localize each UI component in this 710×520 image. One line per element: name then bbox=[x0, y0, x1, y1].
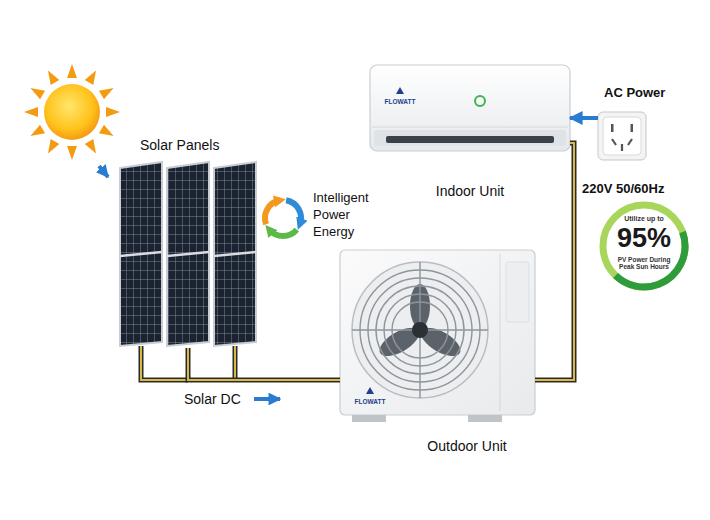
solar-panel-drawing-part bbox=[120, 162, 162, 346]
power-arrow bbox=[570, 118, 598, 119]
sun-part-part bbox=[24, 107, 38, 117]
brand-logo: FLOWATT bbox=[374, 98, 426, 105]
cycle-icon-part bbox=[269, 230, 297, 236]
cycle-icon bbox=[265, 200, 301, 236]
sun-part-part bbox=[67, 64, 77, 78]
sun-part-part bbox=[28, 125, 45, 141]
sun-part-part bbox=[67, 146, 77, 160]
power-wire bbox=[535, 143, 574, 380]
node-title: Solar Panels bbox=[140, 137, 260, 153]
sun-part-part bbox=[44, 68, 60, 85]
outdoor-unit: FLOWATTOutdoor Unit bbox=[340, 250, 535, 415]
solar-panel-drawing-part bbox=[167, 162, 209, 346]
cycle-icon-part bbox=[265, 200, 280, 224]
sun-part-part bbox=[99, 125, 116, 141]
outdoor-unit-drawing-part bbox=[340, 250, 535, 415]
solar-panel-array: Solar Panels bbox=[118, 162, 264, 348]
outdoor-unit-drawing-part bbox=[500, 254, 501, 411]
panel-wire-part bbox=[233, 346, 238, 380]
direction-arrow-part bbox=[254, 397, 280, 401]
unit-label: Indoor Unit bbox=[415, 183, 525, 199]
solar-panel-drawing-part bbox=[167, 252, 209, 256]
sun-part-part bbox=[85, 139, 101, 156]
sun-part-part bbox=[44, 84, 100, 140]
power-outlet-drawing bbox=[598, 112, 646, 160]
indoor-unit-drawing-part bbox=[396, 87, 404, 94]
power-outlet-drawing-part bbox=[631, 124, 634, 132]
indoor-unit-drawing-part bbox=[372, 127, 568, 128]
indoor-unit-drawing-part bbox=[374, 130, 566, 146]
power-outlet-drawing-part bbox=[621, 144, 623, 151]
power-outlet-drawing-part bbox=[628, 139, 632, 145]
direction-arrow bbox=[254, 399, 280, 400]
brand-logo: FLOWATT bbox=[344, 398, 396, 405]
power-outlet: AC Power220V 50/60Hz bbox=[598, 112, 646, 160]
badge-value: 95% bbox=[606, 225, 682, 252]
outdoor-unit-drawing-part bbox=[366, 387, 374, 394]
sun-part-part bbox=[106, 107, 120, 117]
outdoor-unit-drawing-part bbox=[468, 415, 502, 422]
indoor-unit-drawing bbox=[370, 65, 570, 151]
sun-part-part bbox=[99, 84, 116, 100]
wire-core bbox=[535, 143, 574, 380]
badge-ring-part bbox=[591, 193, 696, 298]
sunlight-arrow bbox=[99, 166, 108, 177]
indoor-unit-drawing-part bbox=[475, 96, 485, 106]
solar-panel-drawing-part bbox=[214, 252, 256, 256]
indoor-unit: FLOWATTIndoor Unit bbox=[370, 65, 570, 151]
feature-label: Intelligent Power Energy bbox=[313, 190, 385, 241]
badge-ring bbox=[591, 193, 696, 298]
sun-part-part bbox=[44, 139, 60, 156]
wire-core bbox=[188, 348, 340, 380]
sunlight-arrow-part bbox=[99, 166, 108, 177]
solar-panel-drawing-part bbox=[214, 162, 256, 346]
badge-note: PV Power During Peak Sun Hours bbox=[614, 256, 674, 271]
wire-casing bbox=[188, 348, 340, 380]
usage-badge: Utilize up to 95% PV Power During Peak Sun… bbox=[598, 200, 690, 292]
outdoor-unit-drawing-part bbox=[352, 262, 488, 398]
wire-label: Solar DC bbox=[184, 391, 250, 407]
sun-part bbox=[24, 64, 120, 160]
panel-wire-part bbox=[141, 346, 188, 380]
power-outlet-drawing-part bbox=[611, 124, 614, 132]
power-label: AC Power bbox=[604, 86, 688, 101]
indoor-unit-drawing-part bbox=[386, 136, 554, 143]
panel-wire-part bbox=[234, 346, 236, 380]
sun-part-part bbox=[28, 84, 45, 100]
panel-wire-part bbox=[141, 346, 188, 380]
outdoor-unit-drawing bbox=[340, 250, 535, 422]
power-outlet-drawing-part bbox=[612, 139, 616, 145]
voltage-label: 220V 50/60Hz bbox=[582, 182, 686, 197]
badge-caption: Utilize up to bbox=[614, 215, 674, 223]
cycle-icon-part bbox=[286, 200, 301, 224]
indoor-unit-drawing-part bbox=[370, 65, 570, 151]
wire-casing bbox=[535, 143, 574, 380]
unit-label: Outdoor Unit bbox=[407, 438, 527, 454]
outdoor-unit-drawing-part bbox=[506, 262, 529, 322]
sun bbox=[24, 64, 120, 160]
power-wire bbox=[188, 348, 340, 380]
solar-panel-drawing bbox=[120, 162, 256, 346]
power-outlet-drawing-part bbox=[603, 117, 641, 155]
outdoor-unit-drawing-part bbox=[412, 322, 428, 338]
power-outlet-drawing-part bbox=[598, 112, 646, 160]
arrow-line bbox=[570, 116, 598, 120]
solar-panel-drawing-part bbox=[120, 252, 162, 256]
outdoor-unit-drawing-part bbox=[352, 415, 386, 422]
sun-part-part bbox=[85, 68, 101, 85]
outdoor-unit-drawing-part bbox=[352, 262, 488, 398]
